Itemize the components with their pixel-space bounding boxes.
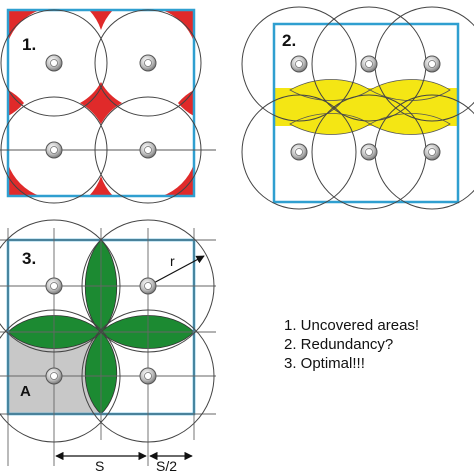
spacing-label: S [95,458,104,474]
panel-3-label: 3. [22,249,36,268]
coverage-circle [241,94,357,210]
panel-1-label: 1. [22,35,36,54]
sensor-node-icon [139,141,157,159]
uncovered-area-right [178,90,194,116]
sensor-node-icon [45,54,63,72]
uncovered-area-center [80,82,122,124]
coverage-circle [0,309,121,443]
sensor-node-icon [423,55,441,73]
panel-2-frame [272,22,460,204]
coverage-circle [0,9,108,117]
uncovered-area-corner-tr [162,10,194,42]
sensor-node-icon [45,141,63,159]
sensor-node-icon [139,367,157,385]
sensor-node-icon [290,143,308,161]
uncovered-area-corner-bl [8,164,40,196]
panel-1-frame [6,8,196,198]
radius-arrow [147,255,205,287]
uncovered-area-corner-tl [8,10,40,42]
coverage-circle [0,219,121,353]
sensor-node-icon [139,277,157,295]
coverage-circle [94,9,202,117]
uncovered-area-top [89,10,113,30]
coverage-circle [94,96,202,204]
legend-item-uncovered: 1. Uncovered areas! [284,317,420,334]
sensor-node-icon [45,277,63,295]
legend-item-optimal: 3. Optimal!!! [284,355,365,372]
sensor-node-icon [360,55,378,73]
uncovered-area-corner-br [162,164,194,196]
radius-label: r [170,253,175,269]
sensor-node-icon [290,55,308,73]
uncovered-area-left [8,90,24,116]
sensor-node-icon [360,143,378,161]
sensor-node-icon [423,143,441,161]
sensor-node-icon [45,367,63,385]
legend: 1. Uncovered areas! 2. Redundancy? 3. Op… [284,316,419,373]
area-label: A [20,383,31,400]
coverage-circle [241,6,357,122]
panel-2-label: 2. [282,31,296,50]
coverage-circle [81,309,215,443]
panel-1: 1. [0,8,216,204]
coverage-circle [0,96,108,204]
half-spacing-label: S/2 [156,458,177,474]
panel-2: 2. [241,6,474,210]
sensor-node-icon [139,54,157,72]
uncovered-area-bottom [89,176,113,196]
panel-3: r 3. A S S/2 [0,219,216,474]
legend-item-redundancy: 2. Redundancy? [284,336,394,353]
coverage-circle [81,219,215,353]
